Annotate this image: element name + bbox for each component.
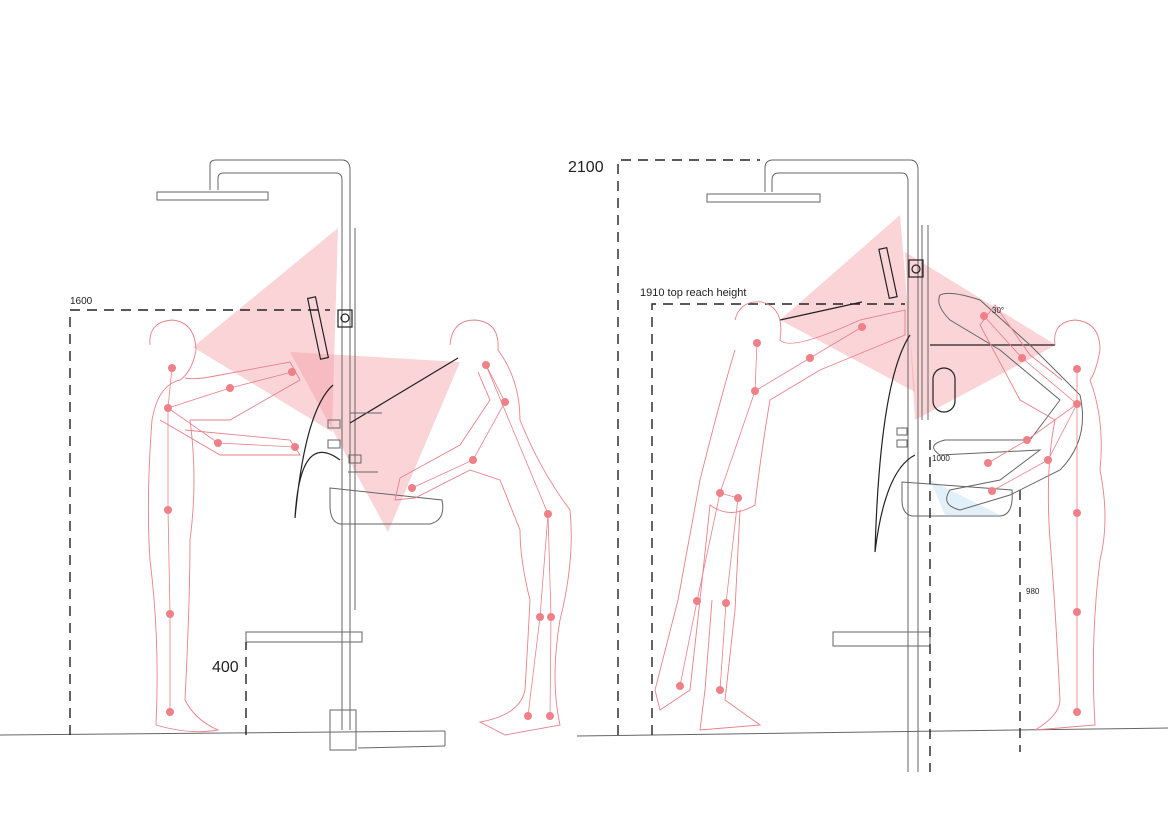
water-spray <box>930 480 1000 515</box>
shower-column <box>156 159 363 751</box>
shower-tablet <box>779 247 956 553</box>
label-basin-height: 980 <box>1026 587 1040 596</box>
sink <box>901 481 1013 517</box>
right-scene: 2100 1910 top reach height 30° 1000 980 <box>568 159 1168 772</box>
bending-person <box>394 319 572 736</box>
vision-cone-left-person <box>193 228 338 432</box>
standing-person <box>147 319 301 733</box>
label-sink-height: 1000 <box>932 454 950 463</box>
top-reach-line <box>651 303 905 735</box>
sink <box>329 487 444 525</box>
left-scene: 1600 400 <box>0 159 572 751</box>
standing-person-right <box>979 304 1106 731</box>
label-shelf-height: 400 <box>212 659 239 676</box>
reach-height-line <box>69 309 330 735</box>
ground-line <box>0 730 446 736</box>
total-height-line <box>617 159 760 735</box>
shower-column <box>706 159 1055 772</box>
label-reach-height: 1600 <box>70 296 93 307</box>
ground-line <box>576 727 1168 737</box>
ground-line <box>357 745 446 749</box>
leaning-person <box>654 292 1083 731</box>
vision-cone-right-person <box>290 352 460 532</box>
label-total-height: 2100 <box>568 159 604 176</box>
label-angle: 30° <box>992 306 1004 315</box>
label-top-reach: 1910 top reach height <box>640 287 746 299</box>
shower-tablet <box>294 296 459 519</box>
